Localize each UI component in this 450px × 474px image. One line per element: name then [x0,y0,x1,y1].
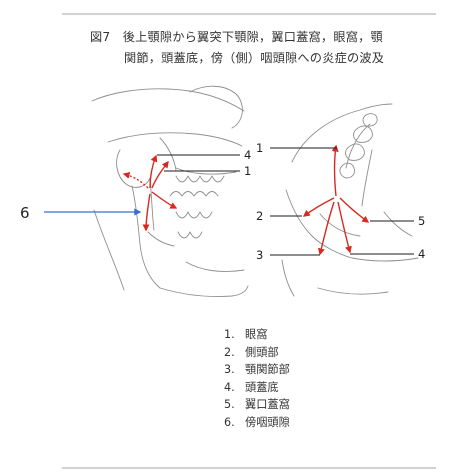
right-structure [383,211,413,237]
arrow-to-tmj [122,171,149,189]
lateral-skull-illustration [91,85,249,297]
basal-skull-illustration [281,103,419,297]
mandible-ramus [131,185,161,289]
label-1-right: 1 [256,141,263,155]
legend-list: 1. 眼窩 2. 側頭部 3. 顎関節部 4. 頭蓋底 5. 翼口蓋窩 6. 傍咽頭隙 [224,326,290,432]
label-4-right: 4 [418,247,425,261]
arrow-to-skull-base [149,154,158,189]
cross-section [319,213,361,237]
legend-item: 1. 眼窩 [224,326,290,344]
palate-outline [291,103,393,163]
mandibular-teeth-2 [175,211,213,219]
cranial-base [285,189,353,259]
label-2-right: 2 [256,209,263,223]
caption-line-1: 図7 後上顎隙から翼突下顎隙，翼口蓋窩，眼窩，顎 [90,30,383,44]
lower-contour [317,287,389,295]
neck-line [93,209,125,291]
legend-text: 顎関節部 [245,363,290,377]
lower-teeth [339,162,355,179]
top-rule [62,13,436,15]
right-spread-arrows [302,144,370,256]
upper-teeth-3 [362,113,378,127]
legend-item: 3. 顎関節部 [224,361,290,379]
mandibular-teeth [169,191,219,197]
condyle [116,149,151,188]
pharynx-wall [351,257,419,262]
maxilla [175,167,237,175]
mandibular-teeth-3 [177,231,203,239]
arrow-r-pterygopalatine [339,197,370,223]
maxillary-teeth [175,175,225,183]
label-6: 6 [20,204,30,222]
legend-index: 1. [224,328,235,341]
zygomatic-arch [107,132,243,147]
left-leader-lines [157,154,240,172]
mandible-body [159,285,249,297]
orbit-rim [189,85,243,129]
legend-index: 2. [224,345,235,359]
coronoid [159,137,177,171]
arrow-r-orbit [331,144,339,197]
arrow-to-orbit [151,160,169,189]
legend-item: 2. 側頭部 [224,344,290,362]
left-spread-arrows [122,154,178,232]
legend-text: 傍咽頭隙 [245,415,290,429]
arrow-r-tmj [317,201,335,256]
caption-line-2: 関節，頭蓋底，傍（側）咽頭隙への炎症の波及 [124,51,385,65]
upper-teeth [345,143,365,161]
label-5-right: 5 [418,214,425,228]
skull-outline [91,88,245,112]
label-1-left: 1 [244,164,251,178]
label-4-left: 4 [244,148,251,162]
arrow-to-pterygomandibular [151,191,178,209]
arrow-r-skull-base [337,201,352,254]
legend-index: 3. [224,363,235,377]
legend-item: 6. 傍咽頭隙 [224,414,290,432]
legend-index: 6. [224,415,235,429]
legend-index: 5. [224,398,235,412]
legend-index: 4. [224,380,235,394]
arrow-to-parapharyngeal [142,193,151,232]
legend-item: 4. 頭蓋底 [224,379,290,397]
left-contour [281,259,295,297]
figure-caption: 図7 後上顎隙から翼突下顎隙，翼口蓋窩，眼窩，顎 関節，頭蓋底，傍（側）咽頭隙へ… [90,27,440,69]
legend-text: 頭蓋底 [245,380,279,394]
legend-text: 翼口蓋窩 [245,398,290,412]
pterygoid-plate [361,149,373,207]
label-3-right: 3 [256,248,263,262]
legend-item: 5. 翼口蓋窩 [224,396,290,414]
legend-text: 側頭部 [245,345,279,359]
legend-text: 眼窩 [245,328,268,341]
pharynx-contour [147,231,175,247]
right-leader-lines [270,147,414,256]
arrow-r-temporal [302,197,335,217]
mandible-lower [185,261,245,273]
bottom-rule [62,467,436,469]
